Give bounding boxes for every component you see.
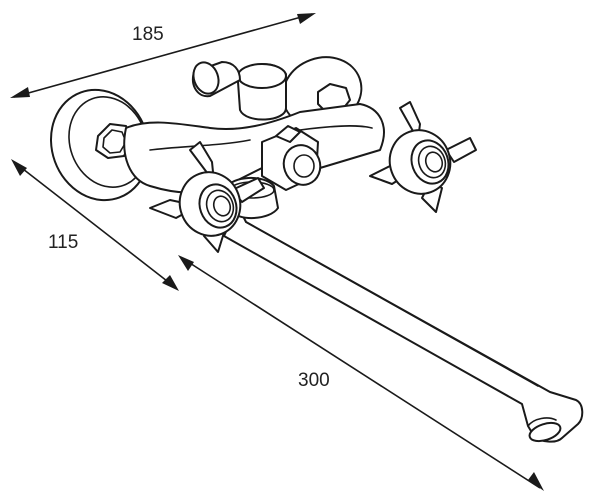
dimension-spout: 300 [178, 255, 544, 491]
dimension-width: 185 [10, 13, 316, 98]
diverter-knob [261, 125, 322, 191]
dimension-depth: 115 [11, 159, 179, 291]
width-label: 185 [132, 24, 164, 45]
left-cross-handle [149, 141, 265, 253]
mixer-body [123, 103, 385, 194]
left-wall-flange [49, 88, 151, 202]
top-outlet [192, 61, 287, 121]
right-cross-handle [369, 101, 477, 213]
spout [223, 205, 584, 443]
spout-label: 300 [298, 370, 330, 391]
depth-label: 115 [48, 232, 78, 253]
